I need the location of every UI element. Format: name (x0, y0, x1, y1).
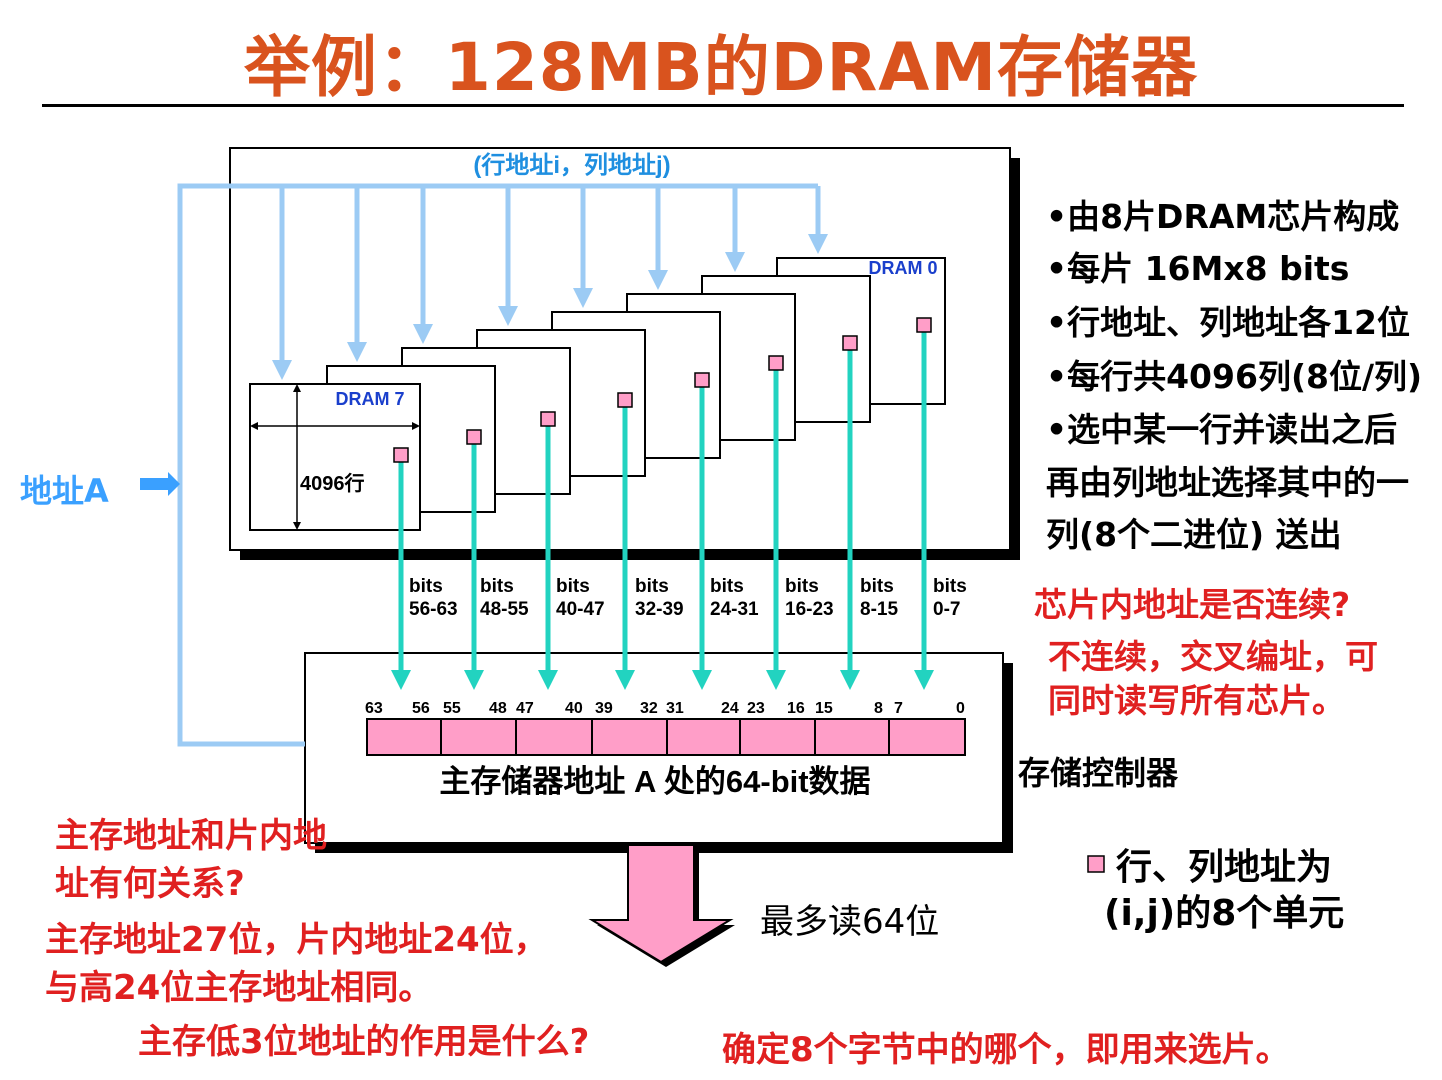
bit-label: 47 (516, 700, 534, 717)
question-low-bits: 主存低3位地址的作用是什么? (138, 1022, 590, 1062)
bullet-output: 列(8个二进位) 送出 (1046, 515, 1342, 554)
bit-group-range: 56-63 (409, 599, 458, 620)
question-relation-line1: 主存地址和片内地 (55, 816, 327, 856)
question-continuity: 芯片内地址是否连续? (1034, 585, 1351, 624)
answer-continuity-line1: 不连续，交叉编址，可 (1048, 637, 1378, 676)
selected-cells (393, 317, 932, 463)
bit-group-range: 8-15 (860, 599, 898, 620)
dram-chip-stack (249, 257, 946, 531)
bit-label: 31 (666, 700, 684, 717)
answer-continuity-line2: 同时读写所有芯片。 (1048, 681, 1345, 720)
dram-0-label: DRAM 0 (868, 258, 937, 278)
cell-chip-4 (617, 392, 633, 408)
bit-group-word: bits (409, 576, 443, 597)
bit-label: 32 (640, 700, 658, 717)
bit-label: 63 (365, 700, 383, 717)
register-bit-labels: 63 56 55 48 47 40 39 32 31 24 23 16 15 8… (365, 700, 965, 717)
cell-chip-1 (842, 335, 858, 351)
legend-line2: (i,j)的8个单元 (1104, 893, 1345, 934)
cell-chip-2 (768, 355, 784, 371)
bit-label: 23 (747, 700, 765, 717)
bit-label: 7 (894, 700, 903, 717)
bullet-address-width: •行地址、列地址各12位 (1046, 303, 1411, 342)
bit-group-labels: bits 56-63 bits 48-55 bits 40-47 bits 32… (409, 576, 967, 620)
answer-relation-line2: 与高24位主存地址相同。 (45, 968, 433, 1008)
dram-chip-7 (249, 383, 421, 531)
answer-relation-line1: 主存地址27位，片内地址24位， (45, 920, 548, 960)
bit-label: 16 (787, 700, 805, 717)
cell-chip-6 (466, 429, 482, 445)
cell-chip-5 (540, 411, 556, 427)
register-caption: 主存储器地址 A 处的64-bit数据 (439, 764, 870, 799)
address-input-label: 地址A (20, 472, 109, 510)
bit-label: 40 (565, 700, 583, 717)
bit-label: 56 (412, 700, 430, 717)
bit-group-range: 16-23 (785, 599, 834, 620)
bit-label: 8 (874, 700, 883, 717)
title-divider (42, 104, 1404, 107)
bit-label: 55 (443, 700, 461, 717)
bit-group-word: bits (710, 576, 744, 597)
page-title: 举例：128MB的DRAM存储器 (243, 29, 1199, 106)
bit-group-word: bits (556, 576, 590, 597)
bit-group-word: bits (860, 576, 894, 597)
bit-group-range: 48-55 (480, 599, 529, 620)
address-input-arrow (140, 472, 180, 496)
bit-group-range: 40-47 (556, 599, 605, 620)
cell-chip-0 (916, 317, 932, 333)
bullet-chip-size: •每片 16Mx8 bits (1046, 249, 1350, 288)
controller-label: 存储控制器 (1018, 754, 1179, 792)
dram-7-label: DRAM 7 (335, 389, 404, 409)
bit-label: 15 (815, 700, 833, 717)
bit-label: 48 (489, 700, 507, 717)
legend-line1: 行、列地址为 (1116, 847, 1333, 888)
data-register (366, 718, 966, 756)
cell-chip-7 (393, 447, 409, 463)
bit-group-range: 0-7 (933, 599, 960, 620)
question-relation-line2: 址有何关系? (55, 864, 245, 904)
bit-label: 39 (595, 700, 613, 717)
legend-cell-icon (1087, 855, 1105, 873)
bullet-columns: •每行共4096列(8位/列) (1046, 357, 1423, 396)
read-width-label: 最多读64位 (760, 902, 940, 942)
output-arrow (588, 844, 734, 964)
answer-low-bits: 确定8个字节中的哪个，即用来选片。 (722, 1030, 1290, 1070)
bullet-select-column: 再由列地址选择其中的一 (1046, 463, 1409, 502)
rows-count-label: 4096行 (300, 471, 365, 495)
bit-group-word: bits (933, 576, 967, 597)
bit-group-range: 24-31 (710, 599, 759, 620)
bit-group-range: 32-39 (635, 599, 684, 620)
bullet-read-row: •选中某一行并读出之后 (1046, 410, 1398, 449)
bit-group-word: bits (635, 576, 669, 597)
cell-chip-3 (694, 372, 710, 388)
row-col-address-label: (行地址i，列地址j) (473, 151, 670, 179)
data-lines (391, 325, 934, 690)
bit-label: 0 (956, 700, 965, 717)
bit-label: 24 (721, 700, 739, 717)
bullet-chip-count: •由8片DRAM芯片构成 (1046, 197, 1400, 236)
bit-group-word: bits (785, 576, 819, 597)
bit-group-word: bits (480, 576, 514, 597)
